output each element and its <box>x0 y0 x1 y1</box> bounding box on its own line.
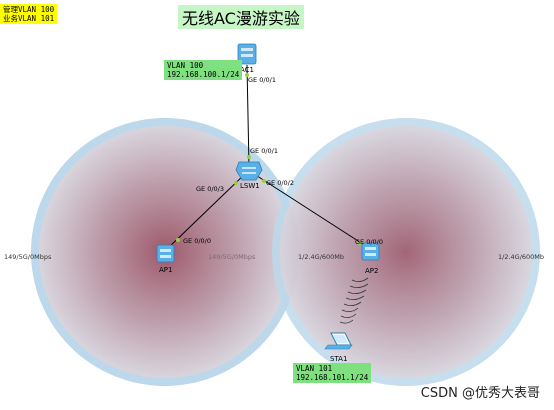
link-lsw1-ap2[interactable] <box>250 171 370 249</box>
csdn-watermark: CSDN @优秀大表哥 <box>420 386 540 401</box>
port-label-ac1-up: GE 0/0/1 <box>248 76 276 84</box>
port-dot-ap1 <box>176 238 180 242</box>
link-ac1-lsw1[interactable] <box>246 64 250 168</box>
ac1-device-icon[interactable] <box>237 43 257 65</box>
port-dot-ap2 <box>358 241 362 245</box>
port-dot-lsw1-left <box>234 181 238 185</box>
ac1-label: AC1 <box>240 66 254 74</box>
port-dot-ac1 <box>245 73 249 77</box>
vlan-legend-note: 管理VLAN 100 业务VLAN 101 <box>0 4 58 24</box>
diagram-title: 无线AC漫游实验 <box>178 5 304 29</box>
ap2-coverage-inner-label: 1/2.4G/600Mb <box>298 253 344 261</box>
port-dot-lsw1-right <box>262 179 266 183</box>
port-label-ap1: GE 0/0/0 <box>183 237 211 245</box>
ap2-device-icon[interactable] <box>361 242 380 261</box>
ap2-coverage-area <box>272 118 540 386</box>
lsw1-label: LSW1 <box>240 182 260 190</box>
port-dot-lsw1-top <box>247 155 251 159</box>
sta-vlan-note: VLAN 101 192.168.101.1/24 <box>293 363 372 383</box>
port-label-lsw1-top: GE 0/0/1 <box>250 147 278 155</box>
sta1-label: STA1 <box>330 355 347 363</box>
ac-vlan-note-line1: VLAN 100 <box>167 61 204 70</box>
ap1-coverage-outer-label: 149/5G/0Mbps <box>4 253 52 261</box>
vlan-legend-line2: 业务VLAN 101 <box>3 14 55 23</box>
sta-vlan-note-line1: VLAN 101 <box>296 364 333 373</box>
link-lsw1-ap1[interactable] <box>165 171 248 251</box>
ap1-label: AP1 <box>159 266 172 274</box>
ac-vlan-note: VLAN 100 192.168.100.1/24 <box>164 60 243 80</box>
ap1-coverage-inner-label: 149/5G/0Mbps <box>208 253 256 261</box>
port-label-lsw1-left: GE 0/0/3 <box>196 185 224 193</box>
ap2-coverage-outer-label: 1/2.4G/600Mb <box>498 253 544 261</box>
sta1-laptop-icon[interactable] <box>324 332 353 350</box>
wireless-signal-icon <box>339 277 369 324</box>
vlan-legend-line1: 管理VLAN 100 <box>3 5 55 14</box>
port-label-lsw1-right: GE 0/0/2 <box>266 179 294 187</box>
sta-vlan-note-line2: 192.168.101.1/24 <box>296 373 369 382</box>
ac-vlan-note-line2: 192.168.100.1/24 <box>167 70 240 79</box>
ap1-device-icon[interactable] <box>156 244 175 263</box>
lsw1-device-icon[interactable] <box>235 161 263 181</box>
port-label-ap2: GE 0/0/0 <box>355 238 383 246</box>
ap2-label: AP2 <box>365 267 378 275</box>
